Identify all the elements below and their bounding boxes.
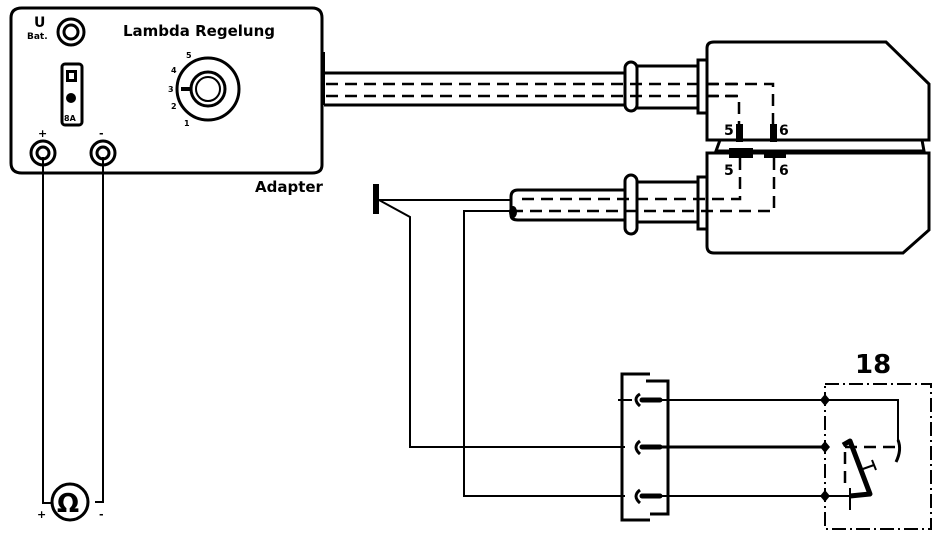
dial-pos-5: 5	[186, 51, 192, 60]
dial-pos-1: 1	[184, 119, 190, 128]
terminal-1	[618, 392, 663, 408]
pin-5-top	[736, 124, 743, 142]
pin-label-6-bottom: 6	[779, 163, 789, 179]
battery-socket[interactable]: U Bat.	[27, 15, 86, 47]
adapter-caption: Adapter	[255, 178, 324, 196]
pin-label-5-top: 5	[724, 123, 734, 139]
plus-label: +	[38, 127, 47, 140]
component-number: 18	[855, 350, 891, 380]
pin-6-bottom	[764, 150, 786, 158]
component-18: 18	[820, 350, 932, 530]
led-indicator	[66, 93, 76, 103]
mode-dial[interactable]: 5 4 3 2 1	[168, 51, 241, 128]
ohmmeter-leads	[42, 157, 104, 504]
upper-cable	[323, 52, 740, 115]
fuse-label: 8A	[64, 114, 77, 123]
ohmmeter: Ω + -	[37, 482, 104, 522]
component-wires	[660, 399, 825, 497]
connector-coupling	[713, 139, 926, 153]
dial-pos-3: 3	[168, 85, 174, 94]
pin-6-top	[770, 124, 777, 142]
fuse-holder: 8A	[60, 62, 84, 127]
ohmmeter-plus: +	[37, 508, 46, 521]
switch-contact-icon	[841, 438, 873, 499]
dial-pos-4: 4	[171, 66, 177, 75]
adapter-title: Lambda Regelung	[123, 22, 275, 40]
minus-label: -	[99, 127, 104, 140]
connector-bottom: 5 6	[515, 148, 931, 255]
adapter-box: Lambda Regelung Adapter U Bat. 8A 5 4 3 …	[9, 6, 324, 196]
pin-5-bottom	[729, 148, 753, 158]
lower-cable	[509, 173, 709, 236]
terminal-2	[634, 439, 663, 456]
connector-top: 5 6	[705, 40, 931, 142]
battery-label-bat: Bat.	[27, 32, 48, 42]
pin-label-6-top: 6	[779, 123, 789, 139]
pin-label-5-bottom: 5	[724, 163, 734, 179]
probe-tip	[373, 184, 625, 497]
dial-pos-2: 2	[171, 102, 177, 111]
terminal-3	[634, 488, 663, 505]
battery-label-u: U	[34, 15, 45, 31]
ohmmeter-minus: -	[99, 508, 104, 521]
ohm-icon: Ω	[57, 489, 79, 519]
switch-actuator-icon	[859, 459, 877, 471]
